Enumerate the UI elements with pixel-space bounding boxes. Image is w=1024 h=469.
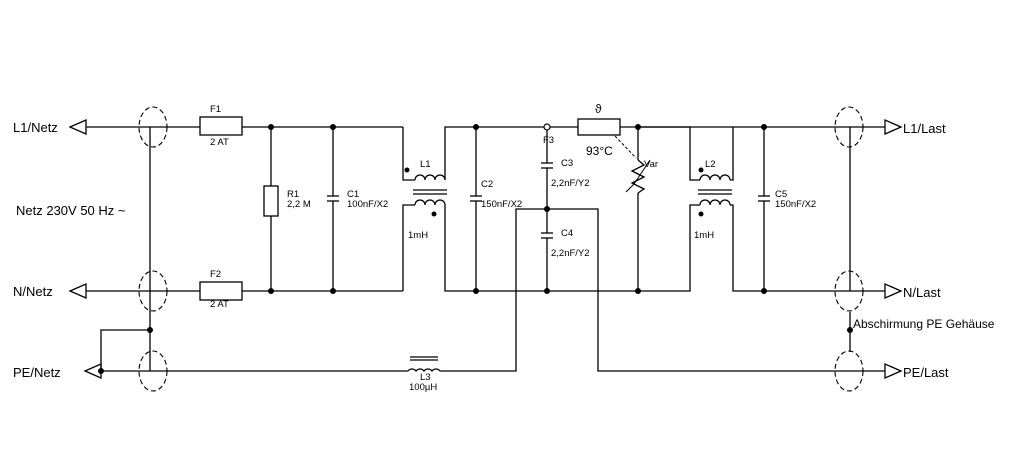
fuse-f2-name: F2	[210, 269, 221, 280]
terminal-l1-netz	[68, 119, 200, 135]
fuse-f1	[199, 116, 403, 136]
terminal-l1-netz-label: L1/Netz	[13, 120, 58, 135]
resistor-r1-value: 2,2 M	[287, 199, 311, 210]
supply-label: Netz 230V 50 Hz ~	[16, 203, 126, 218]
resistor-r1-name: R1	[287, 189, 299, 200]
shield-ring-pe-in	[138, 350, 168, 392]
capacitor-c2-name: C2	[481, 179, 493, 190]
choke-l1	[402, 126, 638, 292]
capacitor-c5-value: 150nF/X2	[775, 199, 816, 210]
terminal-pe-netz-label: PE/Netz	[13, 365, 61, 380]
fuse-f1-value: 2 AT	[210, 137, 229, 148]
terminal-l1-last	[884, 119, 903, 135]
pe-y-cap-link	[440, 208, 885, 372]
shield-ring-l1-in	[138, 106, 168, 148]
thermal-fuse	[550, 118, 733, 159]
output-shield-rail	[847, 127, 853, 352]
shield-ring-pe-out	[834, 350, 864, 392]
capacitor-c5-name: C5	[775, 189, 787, 200]
terminal-pe-netz	[83, 363, 408, 379]
shield-ring-l1-out	[834, 106, 864, 148]
choke-l2-name: L2	[705, 159, 716, 170]
terminal-n-netz	[68, 283, 200, 299]
capacitor-c5	[758, 124, 770, 294]
terminal-n-last	[884, 283, 903, 299]
shield-ring-n-in	[138, 270, 168, 312]
fuse-f3-name: F3	[543, 135, 554, 146]
capacitor-c4-name: C4	[561, 228, 573, 239]
choke-l3-name: L3	[420, 372, 431, 383]
choke-l3-value: 100µH	[409, 382, 437, 393]
terminal-l1-last-label: L1/Last	[903, 121, 946, 136]
capacitor-c1	[327, 124, 339, 294]
choke-l2-value: 1mH	[694, 230, 714, 241]
input-shield-rail	[98, 127, 153, 374]
capacitor-c4-value: 2,2nF/Y2	[551, 248, 590, 259]
thermal-fuse-value: 93°C	[586, 144, 613, 158]
capacitor-c1-name: C1	[347, 189, 359, 200]
shield-ring-n-out	[834, 270, 864, 312]
capacitor-c3-value: 2,2nF/Y2	[551, 178, 590, 189]
capacitor-c2	[470, 124, 482, 294]
thermal-fuse-symbol: ϑ	[595, 102, 602, 116]
capacitor-c1-value: 100nF/X2	[347, 199, 388, 210]
choke-l1-value: 1mH	[408, 230, 428, 241]
capacitor-c2-value: 150nF/X2	[481, 199, 522, 210]
resistor-r1	[263, 124, 279, 294]
fuse-f2	[199, 281, 403, 301]
terminal-pe-last	[884, 363, 903, 379]
terminal-n-netz-label: N/Netz	[13, 284, 53, 299]
fuse-f2-value: 2 AT	[210, 299, 229, 310]
choke-l2	[638, 126, 885, 292]
terminal-n-last-label: N/Last	[903, 285, 941, 300]
shield-label: Abschirmung PE Gehäuse	[853, 317, 995, 331]
varistor-name: Var	[644, 159, 658, 170]
varistor	[625, 127, 651, 294]
fuse-f1-name: F1	[210, 104, 221, 115]
terminal-pe-last-label: PE/Last	[903, 365, 949, 380]
choke-l1-name: L1	[420, 159, 431, 170]
choke-l3	[407, 356, 441, 373]
capacitor-c3-name: C3	[561, 158, 573, 169]
